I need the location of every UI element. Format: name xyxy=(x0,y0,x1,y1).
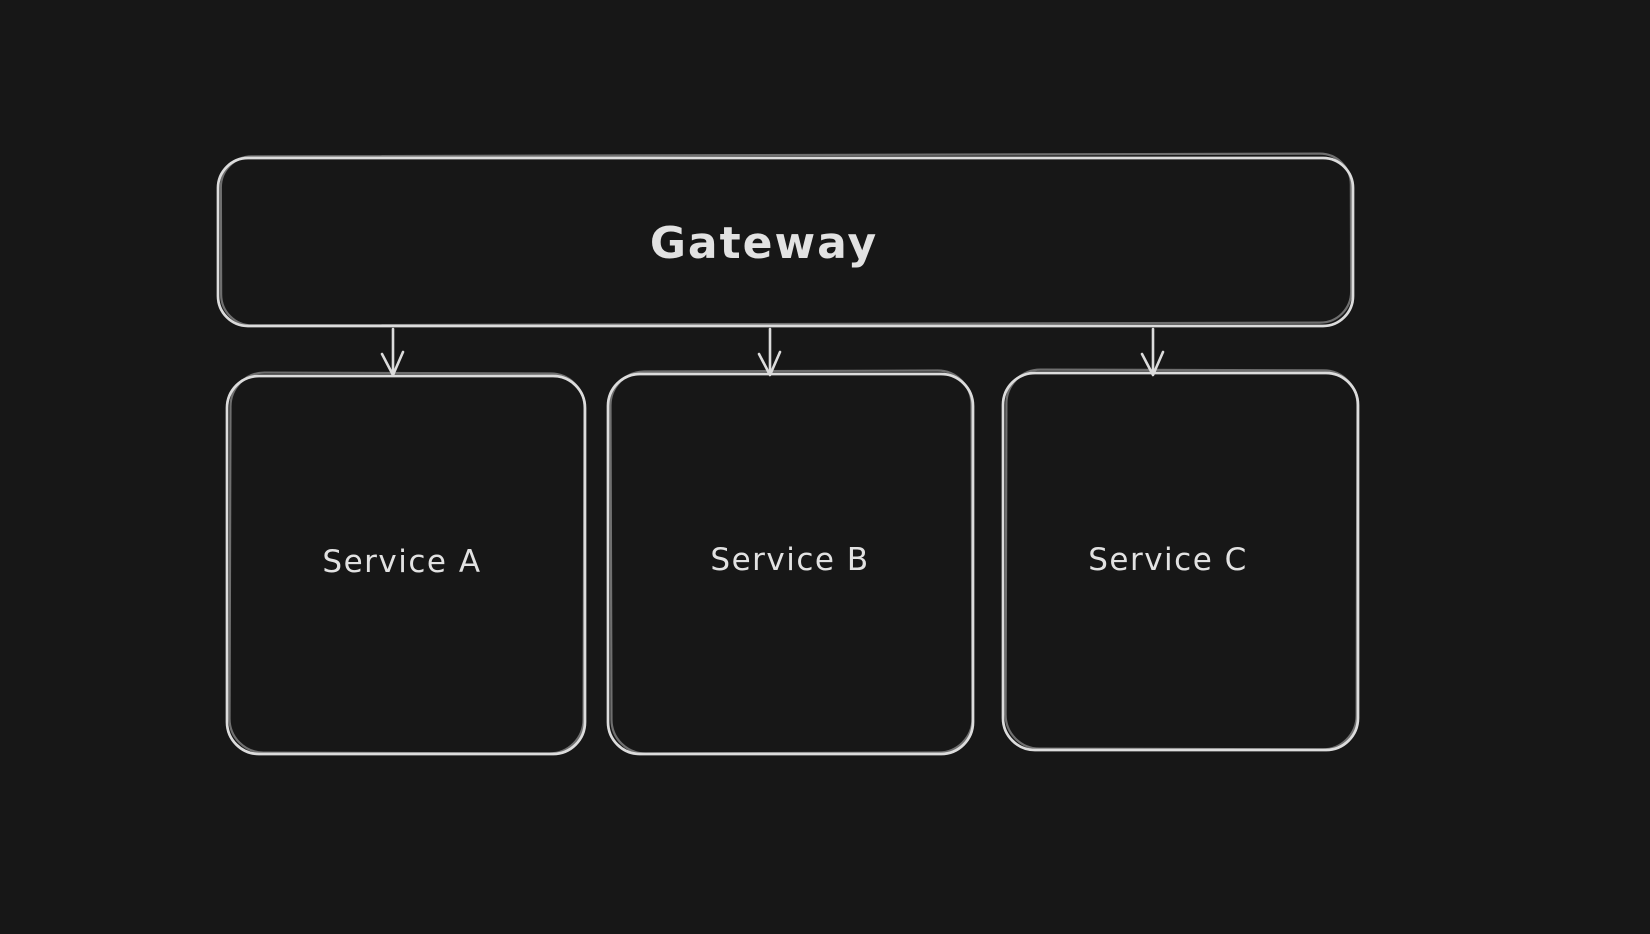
node-gateway-label: Gateway xyxy=(650,218,878,269)
edge-gateway-to-service-b xyxy=(757,327,782,377)
node-service-c-label: Service C xyxy=(1088,542,1248,578)
node-gateway-box xyxy=(216,156,1355,328)
arrow-head-icon xyxy=(1140,350,1165,377)
node-gateway: Gateway xyxy=(216,152,1355,328)
node-service-a: Service A xyxy=(225,371,587,756)
node-service-c: Service C xyxy=(1001,368,1360,752)
node-service-a-label: Service A xyxy=(322,544,481,580)
node-service-b-label: Service B xyxy=(710,542,869,578)
node-service-b: Service B xyxy=(606,369,975,756)
edge-gateway-to-service-a xyxy=(380,327,405,377)
node-gateway-echo-stroke xyxy=(219,152,1353,327)
node-service-a-box xyxy=(225,374,587,756)
node-service-c-box xyxy=(1001,371,1360,752)
edge-gateway-to-service-c xyxy=(1140,327,1165,377)
node-service-b-box xyxy=(606,372,975,756)
